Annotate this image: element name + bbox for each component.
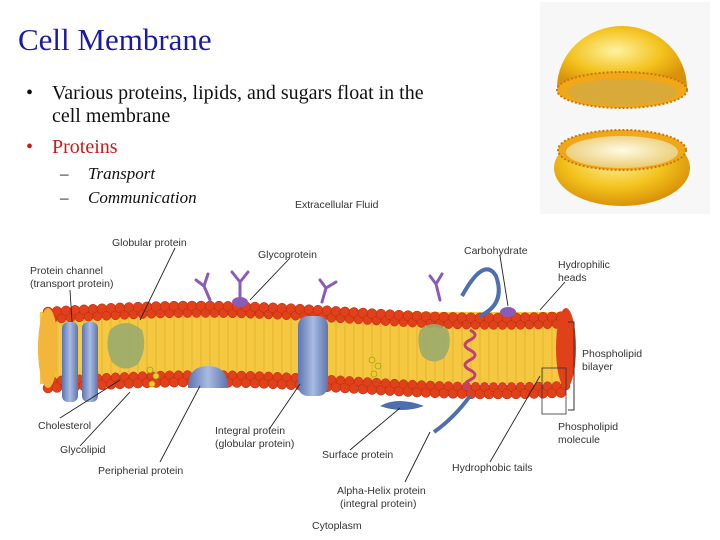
label-phospholipid-molecule-sub: molecule xyxy=(558,434,600,446)
label-protein-channel-sub: (transport protein) xyxy=(30,278,113,290)
label-hydrophilic-sub: heads xyxy=(558,272,587,284)
bullet-text: Various proteins, lipids, and sugars flo… xyxy=(52,82,424,127)
bullet-dot: • xyxy=(26,136,34,158)
label-cytoplasm: Cytoplasm xyxy=(312,520,362,532)
leader-lines xyxy=(59,247,566,483)
sub-bullet-text: Communication xyxy=(88,188,197,207)
liposome-illustration xyxy=(540,2,710,214)
sub-bullet-list: – Transport – Communication xyxy=(26,162,446,210)
label-bilayer: Phospholipid xyxy=(582,348,642,360)
sub-bullet-dash: – xyxy=(60,164,69,183)
label-peripheral-protein: Peripherial protein xyxy=(98,465,183,477)
label-carbohydrate: Carbohydrate xyxy=(464,245,528,257)
membrane-proteins xyxy=(62,267,516,434)
bilayer-bracket xyxy=(568,321,575,411)
label-bilayer-sub: bilayer xyxy=(582,361,613,373)
label-integral-protein: Integral protein xyxy=(215,425,285,437)
label-protein-channel: Protein channel xyxy=(30,265,103,277)
sub-bullet-dash: – xyxy=(60,188,69,207)
label-cholesterol: Cholesterol xyxy=(38,420,91,432)
diagram-labels: Extracellular Fluid Globular protein Gly… xyxy=(30,199,642,532)
slide-title: Cell Membrane xyxy=(18,22,212,57)
label-globular-protein: Globular protein xyxy=(112,237,187,249)
label-glycolipid: Glycolipid xyxy=(60,444,106,456)
label-integral-protein-sub: (globular protein) xyxy=(215,438,294,450)
bullet-list: • Various proteins, lipids, and sugars f… xyxy=(26,82,446,210)
label-extracellular: Extracellular Fluid xyxy=(295,199,379,211)
label-hydrophilic: Hydrophilic xyxy=(558,259,610,271)
label-phospholipid-molecule: Phospholipid xyxy=(558,421,618,433)
label-alpha-helix: Alpha-Helix protein xyxy=(337,485,426,497)
bullet-dot: • xyxy=(26,82,34,104)
label-surface-protein: Surface protein xyxy=(322,449,393,461)
bullet-item: • Various proteins, lipids, and sugars f… xyxy=(26,82,446,128)
bullet-item-highlight: • Proteins xyxy=(26,136,446,159)
label-alpha-helix-sub: (integral protein) xyxy=(340,498,416,510)
sub-bullet-item: – Communication xyxy=(26,186,446,210)
molecule-box xyxy=(541,367,567,415)
sub-bullet-item: – Transport xyxy=(26,162,446,186)
bullet-text: Proteins xyxy=(52,136,118,158)
label-hydrophobic-tails: Hydrophobic tails xyxy=(452,462,533,474)
sub-bullet-text: Transport xyxy=(88,164,156,183)
label-glycoprotein: Glycoprotein xyxy=(258,249,317,261)
